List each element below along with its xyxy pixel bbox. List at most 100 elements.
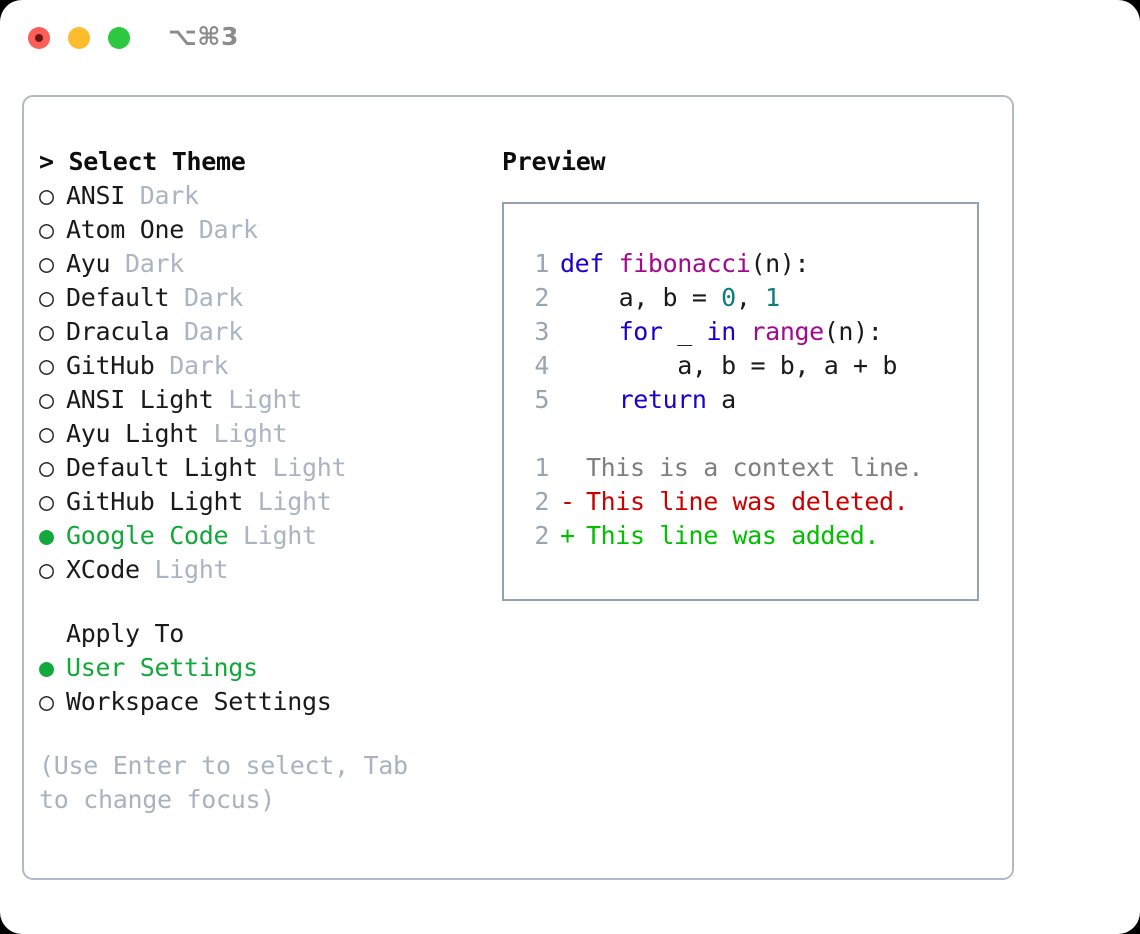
code-token-plain: (n): bbox=[823, 317, 883, 346]
label-spacer bbox=[214, 383, 229, 417]
code-token-fn: fibonacci bbox=[618, 249, 751, 278]
theme-option-xcode[interactable]: ○XCode Light bbox=[39, 553, 499, 587]
diff-sign bbox=[560, 451, 586, 485]
code-line-number: 1 bbox=[534, 249, 549, 278]
apply-to-option-list[interactable]: ● User Settings ○Workspace Settings bbox=[39, 651, 499, 719]
code-token-plain bbox=[604, 249, 619, 278]
diff-line-text: This line was deleted. bbox=[586, 487, 909, 516]
diff-line-ctx: 1 This is a context line. bbox=[521, 451, 969, 485]
diff-line-text: This is a context line. bbox=[586, 453, 923, 482]
label-spacer bbox=[199, 417, 214, 451]
theme-option-label: Default bbox=[66, 283, 170, 312]
code-token-num: 1 bbox=[765, 283, 780, 312]
radio-unselected-icon: ○ bbox=[39, 215, 54, 244]
code-line-number: 5 bbox=[534, 385, 549, 414]
radio-unselected-icon: ○ bbox=[39, 351, 54, 380]
theme-option-tag: Light bbox=[243, 521, 317, 550]
apply-to-option-label: Workspace Settings bbox=[66, 687, 332, 716]
label-spacer bbox=[258, 451, 273, 485]
code-line-text: a, b = b, a + b bbox=[560, 349, 897, 383]
radio-unselected-icon: ○ bbox=[39, 249, 54, 278]
keyboard-hint-text: (Use Enter to select, Tab to change focu… bbox=[39, 751, 408, 814]
maximize-button[interactable] bbox=[108, 27, 130, 49]
code-token-plain bbox=[736, 317, 751, 346]
apply-to-option-workspace-settings[interactable]: ○Workspace Settings bbox=[39, 685, 499, 719]
code-token-plain: (n): bbox=[750, 249, 810, 278]
code-line: 4 a, b = b, a + b bbox=[521, 349, 969, 383]
theme-option-github-light[interactable]: ○GitHub Light Light bbox=[39, 485, 499, 519]
keyboard-shortcut-label: ⌥⌘3 bbox=[168, 22, 239, 51]
theme-option-tag: Light bbox=[228, 385, 303, 414]
theme-option-ayu[interactable]: ○Ayu Dark bbox=[39, 247, 499, 281]
radio-unselected-icon: ○ bbox=[39, 317, 54, 346]
section-spacer bbox=[39, 587, 499, 617]
code-token-fn: range bbox=[750, 317, 825, 346]
theme-option-default-light[interactable]: ○Default Light Light bbox=[39, 451, 499, 485]
title-bar: ⌥⌘3 bbox=[0, 0, 1140, 78]
radio-selected-icon: ● bbox=[39, 653, 54, 682]
code-token-plain: a bbox=[706, 385, 736, 414]
code-token-plain: a, b = bbox=[560, 283, 722, 312]
theme-option-github[interactable]: ○ GitHub Dark bbox=[39, 349, 499, 383]
apply-to-option-user-settings[interactable]: ● User Settings bbox=[39, 651, 499, 685]
radio-unselected-icon: ○ bbox=[39, 283, 54, 312]
theme-option-tag: Light bbox=[154, 555, 229, 584]
theme-option-default[interactable]: ○Default Dark bbox=[39, 281, 499, 315]
theme-option-label: GitHub Light bbox=[66, 487, 244, 516]
theme-option-tag: Dark bbox=[125, 249, 185, 278]
theme-option-google-code[interactable]: ●Google Code Light bbox=[39, 519, 499, 553]
minimize-button[interactable] bbox=[68, 27, 90, 49]
apply-to-option-label: User Settings bbox=[66, 653, 258, 682]
code-line-text: return a bbox=[560, 383, 737, 417]
label-spacer bbox=[155, 349, 170, 383]
theme-option-label: Dracula bbox=[66, 317, 170, 346]
apply-to-heading: Apply To bbox=[39, 617, 499, 651]
theme-option-tag: Dark bbox=[169, 351, 229, 380]
code-token-plain: , bbox=[735, 283, 766, 312]
radio-unselected-icon: ○ bbox=[39, 555, 54, 584]
code-token-plain bbox=[560, 385, 619, 414]
theme-option-label: Google Code bbox=[66, 521, 229, 550]
theme-option-atom-one[interactable]: ○Atom One Dark bbox=[39, 213, 499, 247]
code-line-number: 4 bbox=[534, 351, 549, 380]
code-line: 2 a, b = 0, 1 bbox=[521, 281, 969, 315]
theme-option-tag: Light bbox=[272, 453, 347, 482]
label-spacer bbox=[228, 519, 243, 553]
code-line: 3 for _ in range(n): bbox=[521, 315, 969, 349]
theme-option-label: GitHub bbox=[66, 351, 155, 380]
theme-option-ansi[interactable]: ○ANSI Dark bbox=[39, 179, 499, 213]
theme-option-list[interactable]: ○ANSI Dark○Atom One Dark○Ayu Dark○Defaul… bbox=[39, 179, 499, 587]
radio-unselected-icon: ○ bbox=[39, 453, 54, 482]
theme-option-label: Ayu Light bbox=[66, 419, 199, 448]
diff-sign: - bbox=[560, 487, 575, 516]
label-spacer bbox=[140, 553, 155, 587]
preview-heading: Preview bbox=[502, 147, 606, 176]
code-token-plain: _ bbox=[662, 317, 707, 346]
diff-line-number: 2 bbox=[534, 521, 549, 550]
code-token-num: 0 bbox=[721, 283, 736, 312]
theme-option-dracula[interactable]: ○Dracula Dark bbox=[39, 315, 499, 349]
diff-line-number: 1 bbox=[534, 453, 549, 482]
radio-unselected-icon: ○ bbox=[39, 419, 54, 448]
theme-option-ayu-light[interactable]: ○Ayu Light Light bbox=[39, 417, 499, 451]
theme-option-tag: Light bbox=[257, 487, 332, 516]
label-spacer bbox=[169, 315, 184, 349]
theme-option-ansi-light[interactable]: ○ANSI Light Light bbox=[39, 383, 499, 417]
close-button[interactable] bbox=[28, 27, 50, 49]
diff-line-text: This line was added. bbox=[586, 521, 880, 550]
code-line-text: for _ in range(n): bbox=[560, 315, 883, 349]
theme-option-label: ANSI bbox=[66, 181, 126, 210]
code-token-plain: a, b = b, a + b bbox=[560, 351, 897, 380]
diff-line-number: 2 bbox=[534, 487, 549, 516]
apply-to-heading-label: Apply To bbox=[66, 619, 185, 648]
label-spacer bbox=[110, 247, 125, 281]
theme-option-tag: Dark bbox=[139, 181, 199, 210]
code-line-text: a, b = 0, 1 bbox=[560, 281, 781, 315]
theme-option-label: ANSI Light bbox=[66, 385, 214, 414]
